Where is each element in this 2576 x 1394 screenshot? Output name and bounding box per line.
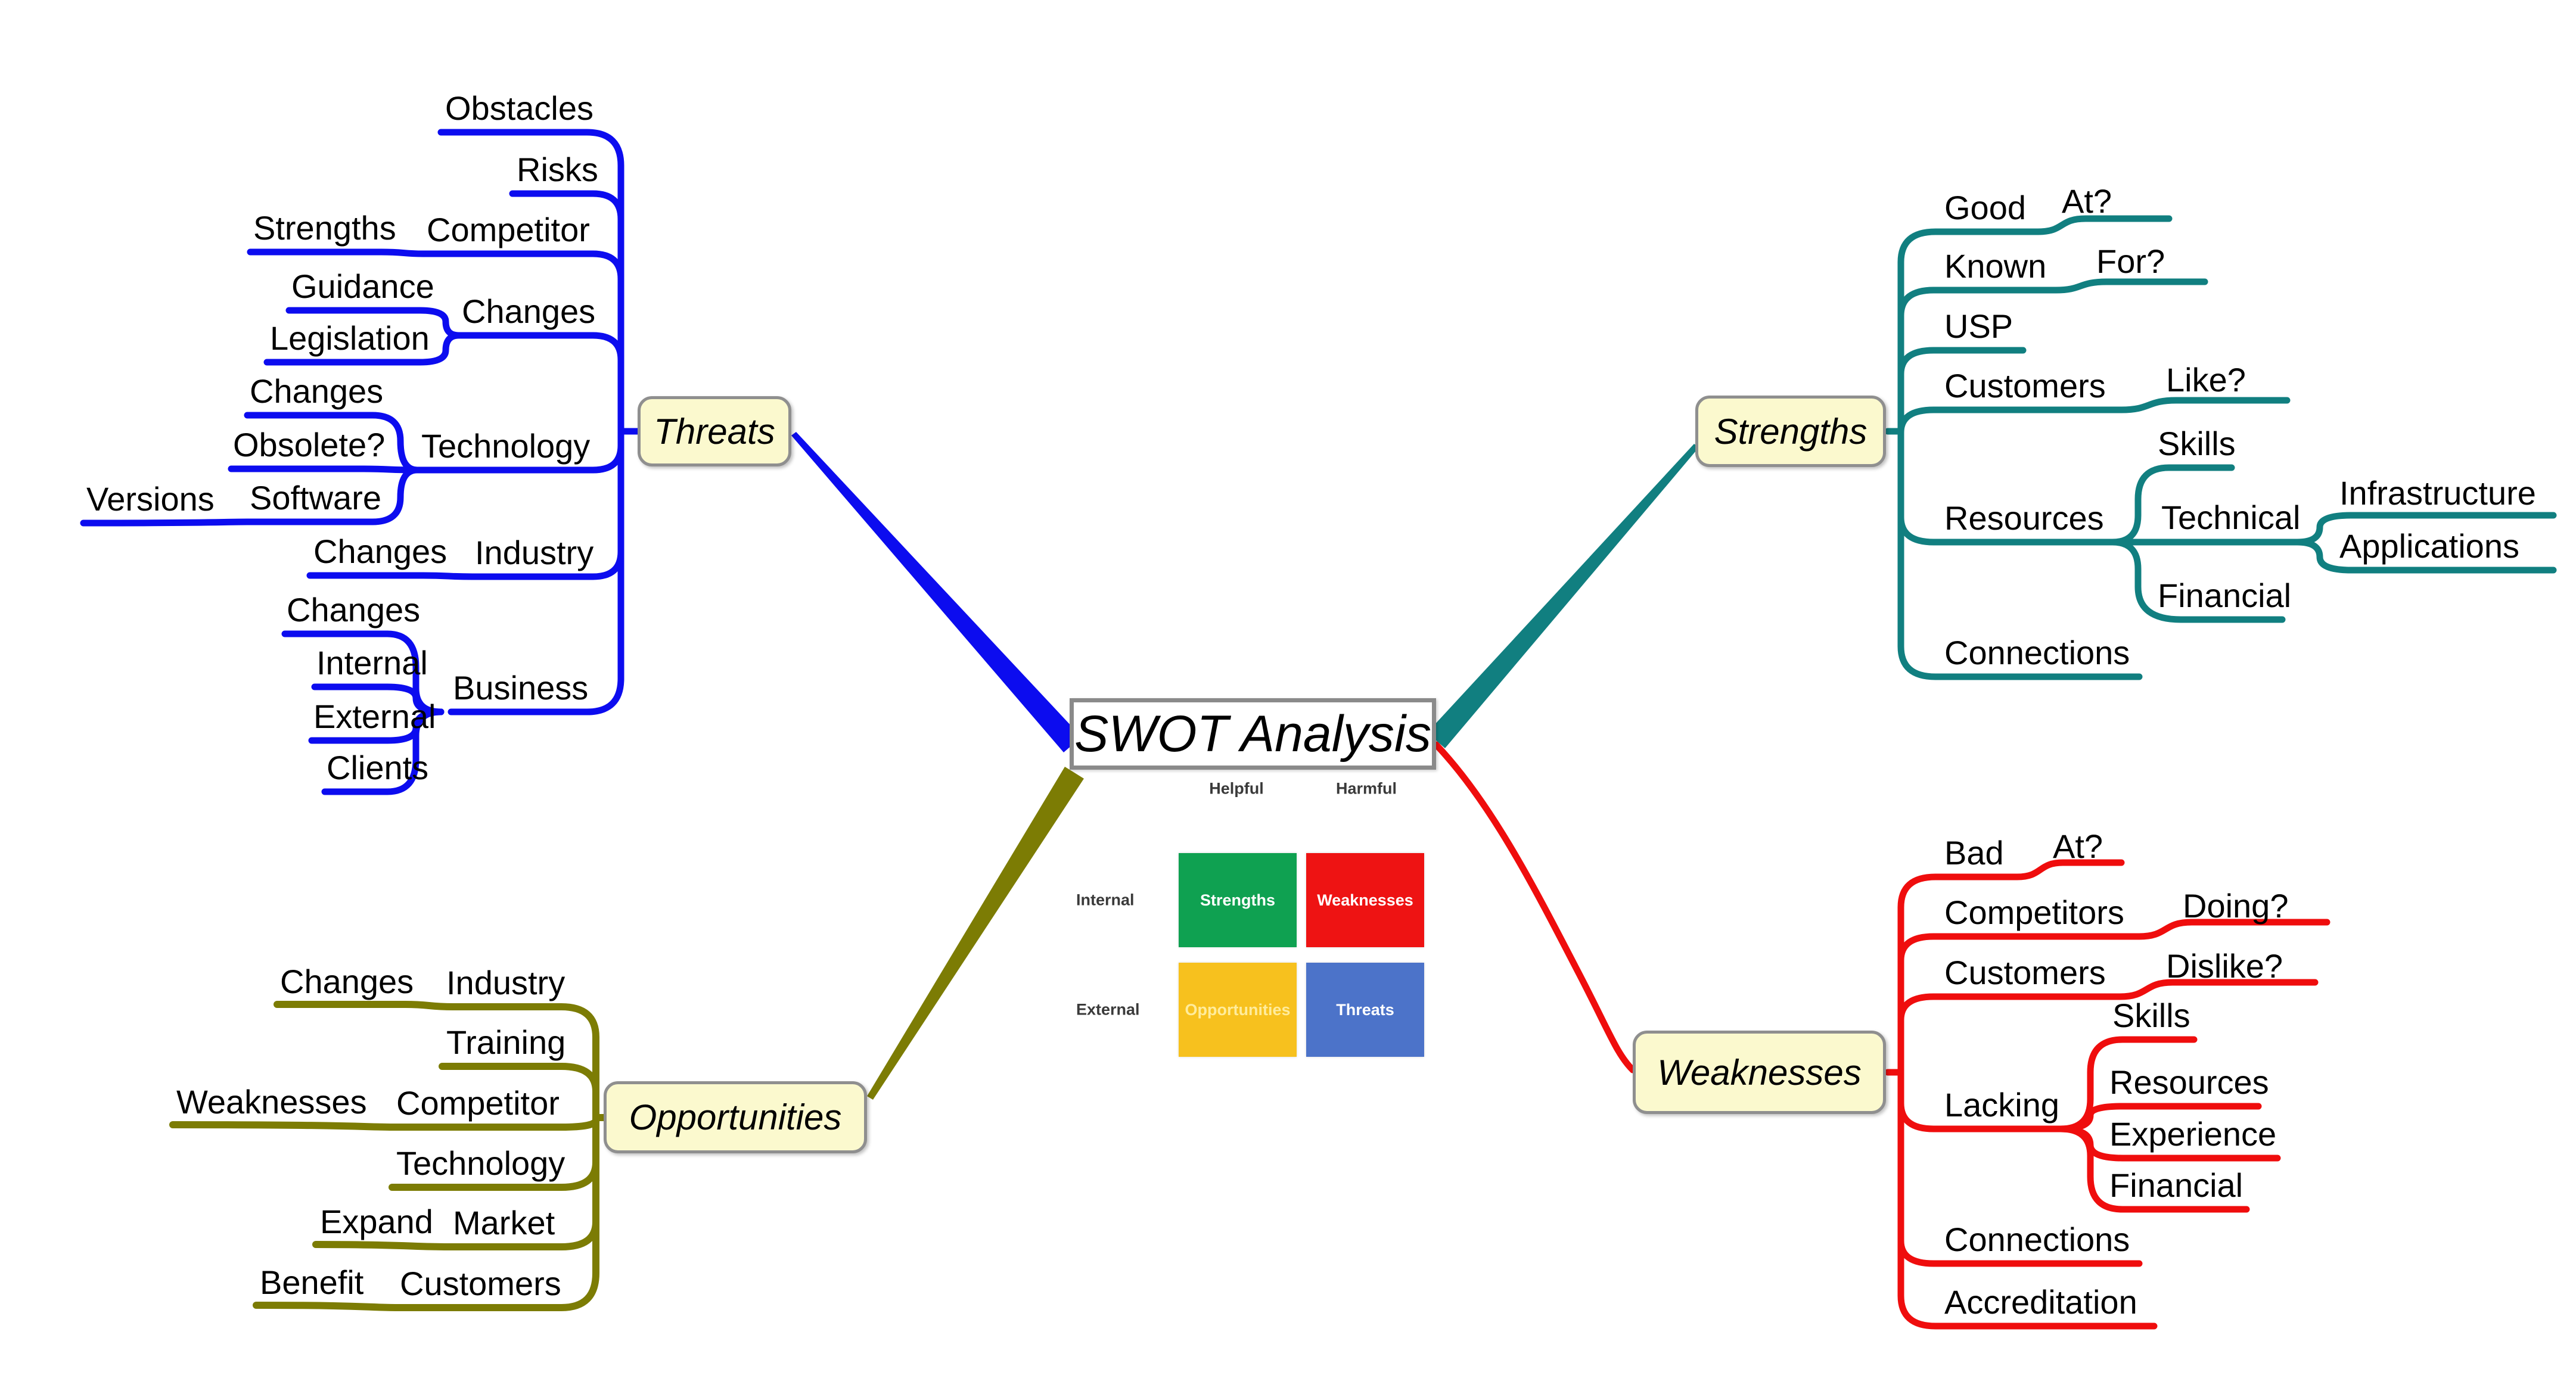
opportunities-child-customers: Customers (400, 1265, 561, 1302)
center-beams (791, 432, 1699, 1100)
opportunities-child-expand: Expand (320, 1203, 433, 1240)
opportunities-child-competitor: Competitor (396, 1084, 560, 1122)
strengths-beam (1427, 444, 1699, 748)
threats-child-business: Business (453, 669, 589, 707)
strengths-child-customers: Customers (1944, 367, 2106, 404)
opportunities-child-market: Market (453, 1204, 555, 1241)
matrix-quadrant-opportunities-label: Opportunities (1185, 1000, 1291, 1019)
opportunities-child-technology: Technology (396, 1144, 565, 1182)
threats-child-external: External (313, 698, 436, 735)
threats-child-guidance: Guidance (291, 267, 434, 305)
threats-child-business-changes: Changes (287, 591, 421, 628)
strengths-child-skills: Skills (2158, 425, 2236, 462)
strengths-child-connections: Connections (1944, 634, 2130, 671)
opportunities-child-industry: Industry (446, 964, 565, 1001)
weaknesses-child-accreditation: Accreditation (1944, 1283, 2137, 1321)
strengths-child-technical: Technical (2161, 499, 2301, 536)
matrix-quadrant-strengths: Strengths (1179, 853, 1297, 947)
opportunities-child-changes: Changes (280, 963, 414, 1000)
matrix-col-header-harmful: Harmful (1335, 779, 1397, 798)
threats-child-changes: Changes (462, 293, 596, 330)
threats-child-technology: Technology (421, 427, 591, 465)
threats-child-industry-changes: Changes (313, 533, 448, 570)
opportunities-beam (867, 767, 1084, 1100)
page-title: SWOT Analysis (1074, 705, 1431, 763)
matrix-quadrant-weaknesses: Weaknesses (1306, 853, 1424, 947)
weaknesses-child-lacking: Lacking (1944, 1086, 2060, 1124)
strengths-child-good: Good (1944, 189, 2026, 226)
threats-child-obstacles: Obstacles (445, 89, 593, 127)
threats-child-clients: Clients (327, 749, 429, 786)
strengths-child-resources: Resources (1944, 499, 2104, 537)
node-weaknesses-label: Weaknesses (1657, 1052, 1862, 1093)
opportunities-branch-lines (169, 1001, 608, 1311)
strengths-child-like: Like? (2166, 361, 2246, 399)
weaknesses-child-resources: Resources (2109, 1063, 2269, 1101)
threats-branch-lines (80, 129, 642, 795)
matrix-quadrant-weaknesses-label: Weaknesses (1317, 891, 1413, 909)
threats-child-legislation: Legislation (270, 319, 430, 357)
opportunities-child-benefit: Benefit (260, 1264, 364, 1301)
threats-child-software: Software (250, 479, 381, 516)
threats-child-internal: Internal (316, 644, 428, 682)
strengths-child-applications: Applications (2339, 527, 2519, 565)
weaknesses-child-at: At? (2053, 827, 2103, 865)
node-opportunities-label: Opportunities (629, 1097, 842, 1137)
matrix-row-header-external: External (1076, 1000, 1140, 1019)
threats-child-industry: Industry (475, 534, 594, 571)
node-threats-label: Threats (654, 411, 775, 452)
matrix-quadrant-strengths-label: Strengths (1200, 891, 1275, 909)
threats-child-competitor-strengths: Strengths (253, 209, 396, 247)
node-strengths-label: Strengths (1714, 411, 1867, 452)
weaknesses-child-financial: Financial (2109, 1166, 2243, 1204)
strengths-child-financial: Financial (2158, 577, 2292, 614)
weaknesses-child-experience: Experience (2109, 1115, 2277, 1153)
weaknesses-child-connections: Connections (1944, 1221, 2130, 1258)
node-threats: Threats (638, 396, 791, 466)
matrix-quadrant-threats: Threats (1306, 963, 1424, 1057)
threats-child-competitor: Competitor (427, 211, 590, 248)
opportunities-child-weaknesses: Weaknesses (176, 1083, 367, 1121)
strengths-child-at: At? (2062, 182, 2112, 220)
weaknesses-child-dislike: Dislike? (2166, 947, 2283, 985)
threats-child-versions: Versions (86, 480, 215, 518)
title-box: SWOT Analysis (1070, 698, 1436, 770)
threats-child-risks: Risks (517, 151, 598, 188)
weaknesses-child-competitors: Competitors (1944, 894, 2124, 931)
strengths-branch-lines (1884, 215, 2557, 680)
matrix-col-header-helpful: Helpful (1209, 779, 1264, 798)
weaknesses-child-doing: Doing? (2183, 887, 2289, 925)
strengths-child-infrastructure: Infrastructure (2339, 474, 2536, 512)
matrix-row-header-internal: Internal (1076, 891, 1135, 909)
node-opportunities: Opportunities (604, 1081, 867, 1153)
opportunities-child-training: Training (446, 1023, 566, 1061)
strengths-child-for: For? (2096, 242, 2165, 280)
weaknesses-branch-lines (1884, 859, 2330, 1330)
strengths-child-known: Known (1944, 247, 2047, 285)
strengths-child-usp: USP (1944, 307, 2013, 345)
threats-child-technology-changes: Changes (250, 372, 384, 410)
node-weaknesses: Weaknesses (1633, 1031, 1886, 1114)
threats-beam (791, 432, 1082, 752)
weaknesses-link (1433, 741, 1636, 1073)
matrix-quadrant-threats-label: Threats (1336, 1000, 1394, 1019)
matrix-quadrant-opportunities: Opportunities (1179, 963, 1297, 1057)
weaknesses-child-bad: Bad (1944, 834, 2004, 872)
weaknesses-child-customers: Customers (1944, 954, 2106, 991)
threats-child-obsolete: Obsolete? (233, 426, 386, 463)
weaknesses-child-skills: Skills (2112, 997, 2190, 1034)
node-strengths: Strengths (1695, 396, 1886, 467)
